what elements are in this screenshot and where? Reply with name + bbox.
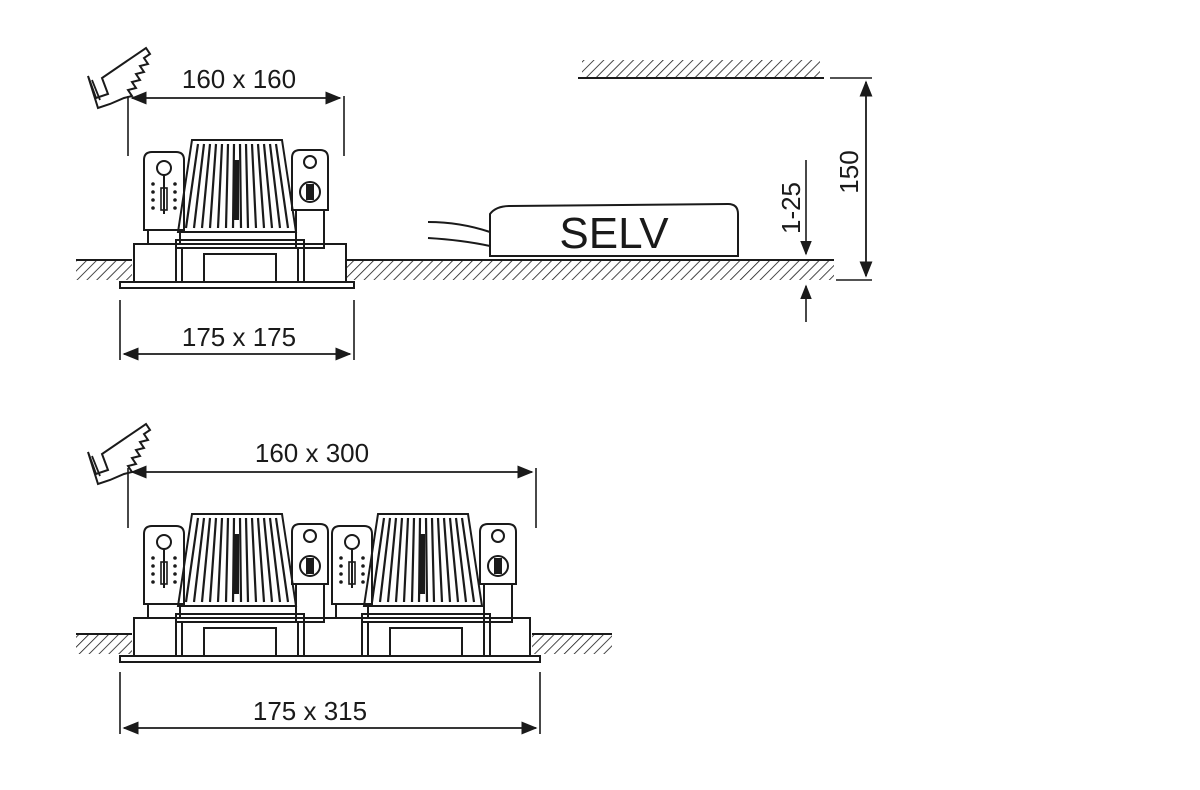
single-fixture-group: 160 x 160 175 x 175 [76, 47, 834, 361]
single-outer-label: 175 x 175 [182, 322, 296, 352]
double-fixture-group: 160 x 300 175 x 315 [76, 423, 612, 735]
ceiling-left [76, 260, 132, 280]
selv-label: SELV [559, 209, 669, 258]
ceiling-left-lower [76, 634, 132, 654]
single-cutout-label: 160 x 160 [182, 64, 296, 94]
ceiling-right-lower [532, 634, 612, 654]
driver-group: SELV 1-25 150 [427, 60, 873, 322]
double-fixture [119, 512, 541, 663]
double-outer-label: 175 x 315 [253, 696, 367, 726]
selv-driver-box [489, 202, 739, 257]
depth-label: 1-25 [776, 182, 806, 234]
saw-icon-lower [87, 423, 151, 485]
saw-icon [87, 47, 151, 109]
double-cutout-label: 160 x 300 [255, 438, 369, 468]
upper-slab [582, 60, 820, 78]
single-fixture [119, 138, 355, 289]
height-label: 150 [834, 150, 864, 193]
ceiling-right [346, 260, 834, 280]
